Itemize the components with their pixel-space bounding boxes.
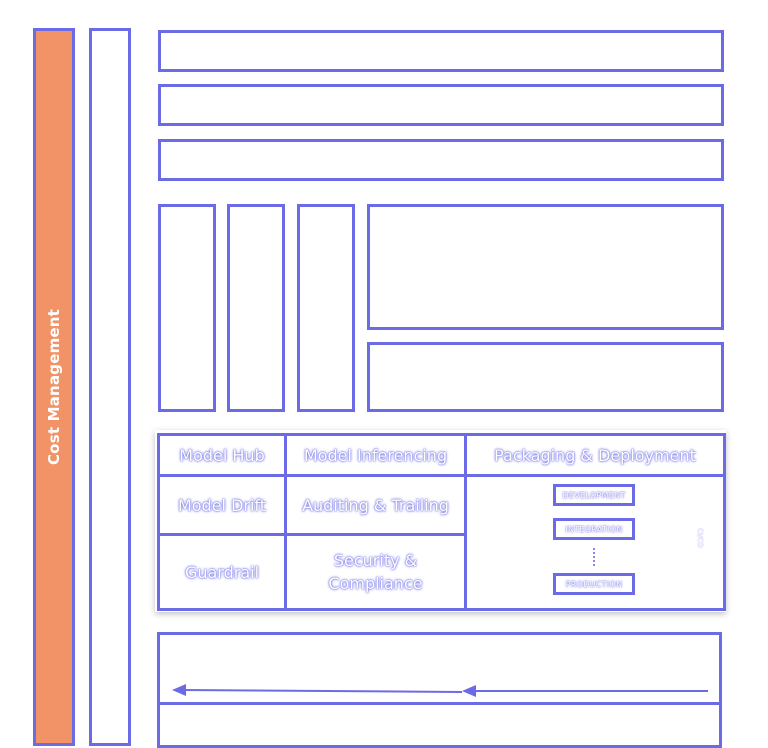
flow-line-left bbox=[181, 689, 463, 693]
vertical-column bbox=[89, 28, 131, 746]
pipeline-dots bbox=[593, 548, 597, 566]
top-row-3 bbox=[158, 139, 724, 181]
model-drift-cell: Model Drift bbox=[157, 474, 287, 536]
cicd-label: CI/CD bbox=[696, 528, 704, 548]
model-hub-label: Model Hub bbox=[179, 445, 265, 465]
mid-box-bottom bbox=[367, 342, 724, 412]
cost-management-bar: Cost Management bbox=[33, 28, 75, 746]
top-row-1 bbox=[158, 30, 724, 72]
model-drift-label: Model Drift bbox=[177, 495, 267, 515]
auditing-trailing-cell: Auditing & Trailing bbox=[284, 474, 467, 536]
security-compliance-label: Security & Compliance bbox=[328, 551, 423, 593]
mid-column-3 bbox=[297, 204, 355, 412]
mid-box-top bbox=[367, 204, 724, 330]
stage-development: DEVELOPMENT bbox=[553, 484, 635, 506]
arrowhead-left-icon bbox=[172, 684, 186, 696]
top-row-2 bbox=[158, 84, 724, 126]
stage-development-label: DEVELOPMENT bbox=[562, 490, 626, 500]
mid-column-2 bbox=[227, 204, 285, 412]
arrowhead-middle-icon bbox=[462, 685, 476, 697]
security-compliance-cell: Security & Compliance bbox=[284, 533, 467, 611]
guardrail-cell: Guardrail bbox=[157, 533, 287, 611]
stage-integration-label: INTEGRATION bbox=[565, 524, 623, 534]
packaging-deployment-cell: Packaging & Deployment bbox=[464, 433, 726, 477]
guardrail-label: Guardrail bbox=[184, 562, 260, 582]
model-inferencing-label: Model Inferencing bbox=[303, 445, 448, 465]
stage-integration: INTEGRATION bbox=[553, 518, 635, 540]
stage-production-label: PRODUCTION bbox=[565, 579, 623, 589]
mid-column-1 bbox=[158, 204, 216, 412]
packaging-deployment-label: Packaging & Deployment bbox=[494, 445, 696, 465]
bottom-box-lower bbox=[157, 702, 722, 748]
auditing-trailing-label: Auditing & Trailing bbox=[302, 495, 449, 515]
stage-production: PRODUCTION bbox=[553, 573, 635, 595]
